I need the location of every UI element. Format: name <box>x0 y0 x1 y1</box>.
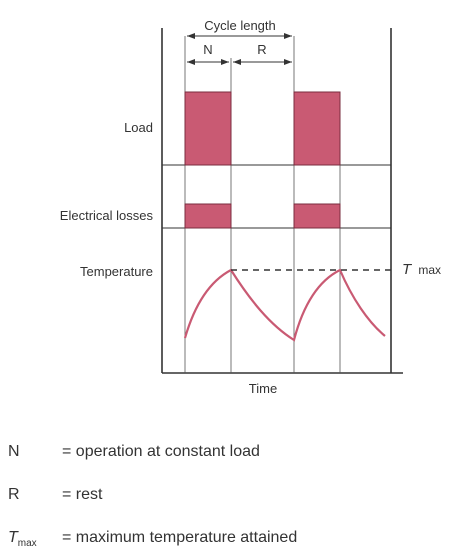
cycle-length-label: Cycle length <box>204 18 276 33</box>
tmax-label: T max <box>402 261 441 278</box>
load-cycle-diagram: Cycle length N R Load Electrical losses … <box>60 18 441 396</box>
legend-n-text: = operation at constant load <box>62 443 260 460</box>
tmax-label-t: T <box>402 261 413 278</box>
legend-n-key: N <box>8 443 20 460</box>
losses-block-1 <box>184 203 232 229</box>
legend-tmax: Tmax = maximum temperature attained <box>0 529 450 559</box>
legend-r-text: = rest <box>62 486 103 503</box>
legend-tmax-text: = maximum temperature attained <box>62 529 298 546</box>
legend-tmax-key-sub: max <box>17 538 37 550</box>
temperature-label: Temperature <box>80 264 153 279</box>
legend-r-key: R <box>8 486 20 503</box>
legend-tmax-key: Tmax <box>8 529 37 549</box>
time-axis-label: Time <box>249 381 277 396</box>
load-label: Load <box>124 120 153 135</box>
electrical-losses-label: Electrical losses <box>60 208 154 223</box>
losses-block-2 <box>293 203 341 229</box>
tmax-label-sub: max <box>418 263 441 277</box>
legend-tmax-key-main: T <box>8 529 18 546</box>
load-block-2 <box>293 91 341 166</box>
temperature-curve <box>183 268 386 342</box>
legend-r: R = rest <box>0 486 450 516</box>
r-label: R <box>257 42 266 57</box>
legend-n: N = operation at constant load <box>0 443 450 473</box>
n-label: N <box>203 42 212 57</box>
load-block-1 <box>184 91 232 166</box>
